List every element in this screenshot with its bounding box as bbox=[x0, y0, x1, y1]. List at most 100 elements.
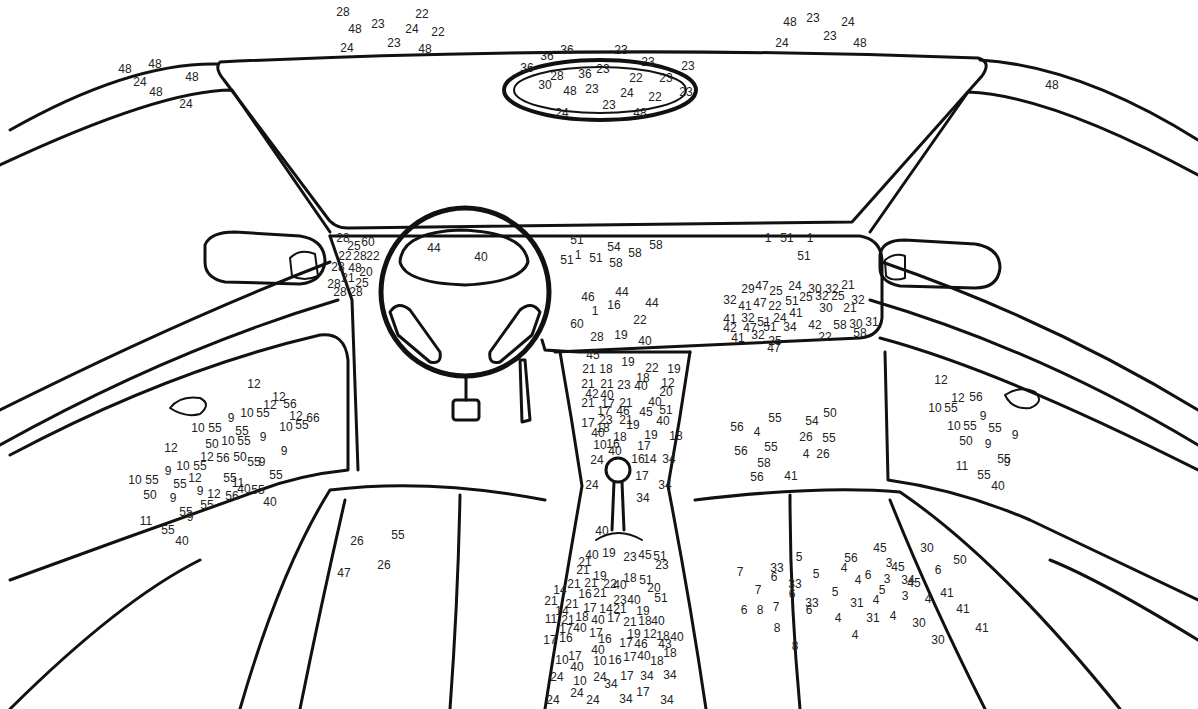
callout-number: 23 bbox=[806, 12, 819, 24]
callout-number: 24 bbox=[775, 37, 788, 49]
callout-number: 55 bbox=[269, 469, 282, 481]
callout-number: 32 bbox=[751, 329, 764, 341]
callout-number: 44 bbox=[427, 242, 440, 254]
callout-number: 58 bbox=[609, 257, 622, 269]
callout-number: 10 bbox=[573, 675, 586, 687]
callout-number: 50 bbox=[233, 451, 246, 463]
callout-number: 60 bbox=[361, 236, 374, 248]
callout-number: 56 bbox=[969, 391, 982, 403]
callout-number: 55 bbox=[977, 469, 990, 481]
callout-number: 24 bbox=[340, 42, 353, 54]
callout-number: 17 bbox=[607, 612, 620, 624]
callout-number: 23 bbox=[387, 37, 400, 49]
callout-number: 18 bbox=[669, 430, 682, 442]
callout-number: 40 bbox=[670, 631, 683, 643]
callout-number: 55 bbox=[161, 524, 174, 536]
callout-number: 4 bbox=[852, 629, 859, 641]
callout-number: 47 bbox=[755, 280, 768, 292]
callout-number: 55 bbox=[237, 435, 250, 447]
callout-number: 11 bbox=[545, 613, 557, 625]
callout-number: 56 bbox=[225, 490, 238, 502]
callout-number: 16 bbox=[608, 654, 621, 666]
callout-number: 8 bbox=[792, 640, 799, 652]
callout-number: 30 bbox=[920, 542, 933, 554]
callout-number: 56 bbox=[216, 452, 229, 464]
callout-number: 44 bbox=[645, 297, 658, 309]
callout-number: 28 bbox=[590, 331, 603, 343]
callout-number: 40 bbox=[651, 615, 664, 627]
callout-number: 4 bbox=[925, 593, 932, 605]
callout-number: 9 bbox=[170, 492, 177, 504]
callout-number: 12 bbox=[188, 472, 201, 484]
callout-number: 24 bbox=[546, 694, 559, 706]
callout-number: 23 bbox=[823, 30, 836, 42]
callout-number: 55 bbox=[256, 407, 269, 419]
callout-number: 24 bbox=[585, 479, 598, 491]
callout-number: 21 bbox=[623, 616, 636, 628]
callout-number: 34 bbox=[658, 479, 671, 491]
callout-number: 41 bbox=[738, 300, 751, 312]
callout-number: 7 bbox=[737, 566, 744, 578]
callout-number: 55 bbox=[145, 474, 158, 486]
callout-number: 18 bbox=[623, 572, 636, 584]
callout-number: 25 bbox=[831, 290, 844, 302]
callout-number: 23 bbox=[614, 44, 627, 56]
callout-number: 40 bbox=[638, 335, 651, 347]
callout-number: 31 bbox=[865, 316, 878, 328]
callout-number: 30 bbox=[538, 79, 551, 91]
callout-number: 34 bbox=[640, 670, 653, 682]
callout-number: 45 bbox=[586, 349, 599, 361]
callout-number: 55 bbox=[173, 478, 186, 490]
callout-number: 40 bbox=[175, 535, 188, 547]
callout-number: 55 bbox=[200, 499, 213, 511]
callout-number: 12 bbox=[247, 378, 260, 390]
callout-number: 55 bbox=[391, 529, 404, 541]
callout-number: 22 bbox=[633, 314, 646, 326]
callout-number: 41 bbox=[975, 622, 988, 634]
callout-number: 40 bbox=[570, 661, 583, 673]
callout-number: 40 bbox=[474, 251, 487, 263]
callout-number: 54 bbox=[805, 415, 818, 427]
callout-number: 34 bbox=[604, 678, 617, 690]
callout-number: 17 bbox=[619, 637, 632, 649]
callout-number: 60 bbox=[570, 318, 583, 330]
callout-number: 18 bbox=[599, 363, 612, 375]
callout-number: 58 bbox=[853, 327, 866, 339]
callout-number: 6 bbox=[771, 571, 778, 583]
callout-number: 24 bbox=[841, 16, 854, 28]
callout-number: 25 bbox=[799, 291, 812, 303]
callout-number: 5 bbox=[813, 568, 820, 580]
callout-number: 24 bbox=[179, 98, 192, 110]
callout-number: 4 bbox=[890, 610, 897, 622]
callout-number: 34 bbox=[663, 669, 676, 681]
callout-number: 55 bbox=[208, 422, 221, 434]
callout-number: 12 bbox=[164, 442, 177, 454]
callout-number: 31 bbox=[850, 597, 863, 609]
callout-number: 6 bbox=[865, 569, 872, 581]
callout-number: 5 bbox=[879, 584, 886, 596]
callout-number: 45 bbox=[907, 577, 920, 589]
callout-number: 30 bbox=[931, 634, 944, 646]
callout-number: 40 bbox=[595, 525, 608, 537]
callout-number: 10 bbox=[191, 422, 204, 434]
callout-number: 10 bbox=[555, 654, 568, 666]
callout-number: 40 bbox=[608, 445, 621, 457]
callout-number: 48 bbox=[783, 16, 796, 28]
callout-number: 21 bbox=[341, 272, 354, 284]
callout-number: 55 bbox=[764, 441, 777, 453]
callout-number: 22 bbox=[415, 8, 428, 20]
callout-number: 10 bbox=[176, 460, 189, 472]
callout-number: 45 bbox=[873, 542, 886, 554]
callout-number: 10 bbox=[947, 420, 960, 432]
callout-number: 34 bbox=[636, 492, 649, 504]
callout-number: 30 bbox=[819, 302, 832, 314]
callout-number: 9 bbox=[1012, 429, 1019, 441]
callout-number: 51 bbox=[763, 321, 776, 333]
callout-number: 48 bbox=[185, 71, 198, 83]
callout-number: 23 bbox=[585, 83, 598, 95]
callout-number: 23 bbox=[596, 63, 609, 75]
callout-number: 55 bbox=[768, 412, 781, 424]
callout-number: 7 bbox=[773, 601, 780, 613]
callout-number: 22 bbox=[431, 26, 444, 38]
